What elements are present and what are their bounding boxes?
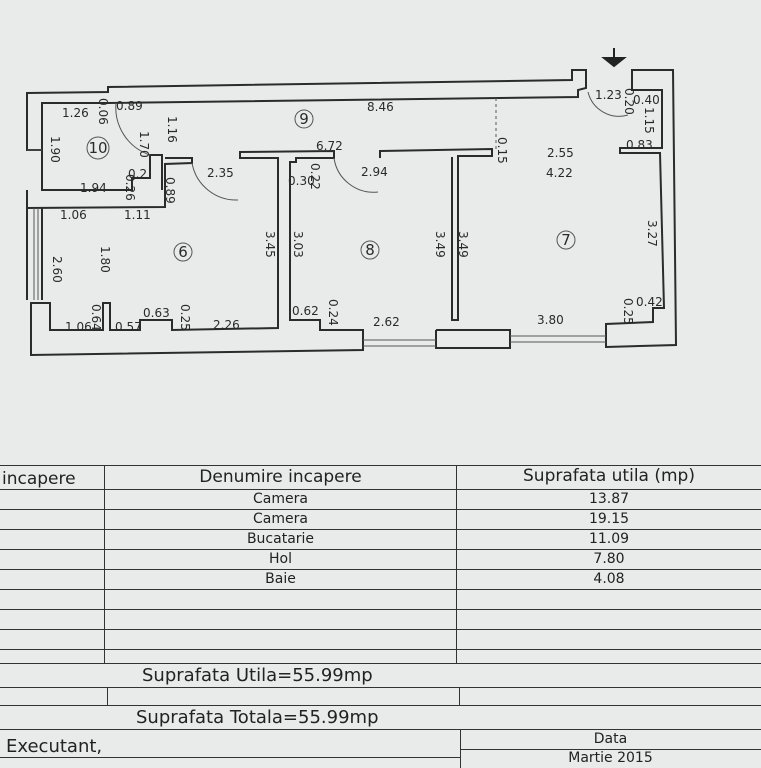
dimension: 3.49 bbox=[456, 231, 470, 258]
table-row: Hol 7.80 bbox=[0, 550, 761, 570]
dimension: 1.94 bbox=[80, 181, 107, 195]
entrance-arrow-icon bbox=[601, 48, 627, 68]
dimension: 0.24 bbox=[326, 299, 340, 326]
room-area: 4.08 bbox=[593, 571, 625, 587]
dimension: 0.42 bbox=[636, 295, 663, 309]
table-row: Bucatarie 11.09 bbox=[0, 530, 761, 550]
dimension: 0.25 bbox=[621, 298, 635, 325]
dimension: 0.25 bbox=[178, 304, 192, 331]
dimension: 0.20 bbox=[622, 88, 636, 115]
data-value: Martie 2015 bbox=[568, 750, 653, 766]
dimension: 1.16 bbox=[165, 116, 179, 143]
data-label: Data bbox=[593, 731, 628, 747]
dimension-labels: 1.26 0.06 0.89 1.16 1.70 1.90 8.46 6.72 … bbox=[48, 88, 663, 334]
room-area: 11.09 bbox=[588, 531, 630, 547]
dimension: 3.45 bbox=[263, 231, 277, 258]
dimension: 1.90 bbox=[48, 136, 62, 163]
room-area: 7.80 bbox=[593, 551, 625, 567]
suprafata-totala-row: Suprafata Totala=55.99mp bbox=[0, 706, 761, 730]
dimension: 2.60 bbox=[50, 256, 64, 283]
table-row-empty bbox=[0, 650, 761, 664]
dimension: 0.83 bbox=[626, 138, 653, 152]
dimension: 1.26 bbox=[62, 106, 89, 120]
room-number: 10 bbox=[88, 139, 107, 157]
dimension: 0.15 bbox=[495, 137, 509, 164]
dimension: 2.26 bbox=[213, 318, 240, 332]
dimension: 2.55 bbox=[547, 146, 574, 160]
table-row-empty bbox=[0, 590, 761, 610]
dimension: 1.06 bbox=[60, 208, 87, 222]
dimension: 1.06 bbox=[65, 320, 92, 334]
dimension: 1.70 bbox=[137, 131, 151, 158]
dimension: 3.27 bbox=[645, 220, 659, 247]
dimension: 0.57 bbox=[115, 320, 142, 334]
dimension: 2.35 bbox=[207, 166, 234, 180]
room-number: 9 bbox=[299, 110, 309, 128]
room-area: 19.15 bbox=[588, 511, 630, 527]
table-row: Baie 4.08 bbox=[0, 570, 761, 590]
dimension: 3.03 bbox=[291, 231, 305, 258]
footer-row: Executant, Data Martie 2015 bbox=[0, 730, 761, 768]
dimension: 3.80 bbox=[537, 313, 564, 327]
room-number: 8 bbox=[365, 241, 375, 259]
header-suprafata: Suprafata utila (mp) bbox=[523, 466, 695, 486]
dimension: 0.06 bbox=[96, 98, 110, 125]
suprafata-utila: Suprafata Utila=55.99mp bbox=[142, 665, 373, 686]
dimension: 6.72 bbox=[316, 139, 343, 153]
suprafata-totala: Suprafata Totala=55.99mp bbox=[136, 707, 379, 728]
spacer-row bbox=[0, 688, 761, 706]
dimension: 0.89 bbox=[116, 99, 143, 113]
room-name: Camera bbox=[105, 490, 457, 509]
room-number: 6 bbox=[178, 243, 188, 261]
table-header: incapere Denumire incapere Suprafata uti… bbox=[0, 465, 761, 490]
room-area: 13.87 bbox=[588, 491, 630, 507]
executant-label: Executant, bbox=[6, 736, 103, 757]
dimension: 0.22 bbox=[308, 163, 322, 190]
dimension: 0.30 bbox=[288, 174, 315, 188]
floor-plan: 10 9 6 8 7 1.26 0.06 0.89 1.16 1.70 1.90… bbox=[26, 48, 678, 357]
suprafata-utila-row: Suprafata Utila=55.99mp bbox=[0, 664, 761, 688]
table-row-empty bbox=[0, 630, 761, 650]
dimension: 4.22 bbox=[546, 166, 573, 180]
dimension: 2.94 bbox=[361, 165, 388, 179]
dimension: 1.80 bbox=[98, 246, 112, 273]
dimension: 8.46 bbox=[367, 100, 394, 114]
table-row: Camera 13.87 bbox=[0, 490, 761, 510]
table-row-empty bbox=[0, 610, 761, 630]
room-labels: 10 9 6 8 7 bbox=[86, 109, 576, 262]
table-row: Camera 19.15 bbox=[0, 510, 761, 530]
room-name: Hol bbox=[105, 550, 457, 569]
dimension: 3.49 bbox=[433, 231, 447, 258]
dimension: 0.2 bbox=[128, 167, 147, 181]
dimension: 2.62 bbox=[373, 315, 400, 329]
dimension: 0.62 bbox=[292, 304, 319, 318]
room-name: Camera bbox=[105, 510, 457, 529]
dimension: 0.63 bbox=[143, 306, 170, 320]
header-incapere: incapere bbox=[0, 466, 105, 489]
dimension: 1.11 bbox=[124, 208, 151, 222]
dimension: 0.26 bbox=[123, 174, 137, 201]
dimension: 0.40 bbox=[633, 93, 660, 107]
header-denumire: Denumire incapere bbox=[105, 466, 457, 489]
room-name: Baie bbox=[105, 570, 457, 589]
dimension: 1.15 bbox=[642, 107, 656, 134]
walls bbox=[26, 69, 678, 357]
dimension: 0.64 bbox=[89, 304, 103, 331]
room-name: Bucatarie bbox=[105, 530, 457, 549]
room-number: 7 bbox=[561, 231, 571, 249]
dimension: 0.89 bbox=[163, 177, 177, 204]
dimension: 1.23 bbox=[595, 88, 622, 102]
